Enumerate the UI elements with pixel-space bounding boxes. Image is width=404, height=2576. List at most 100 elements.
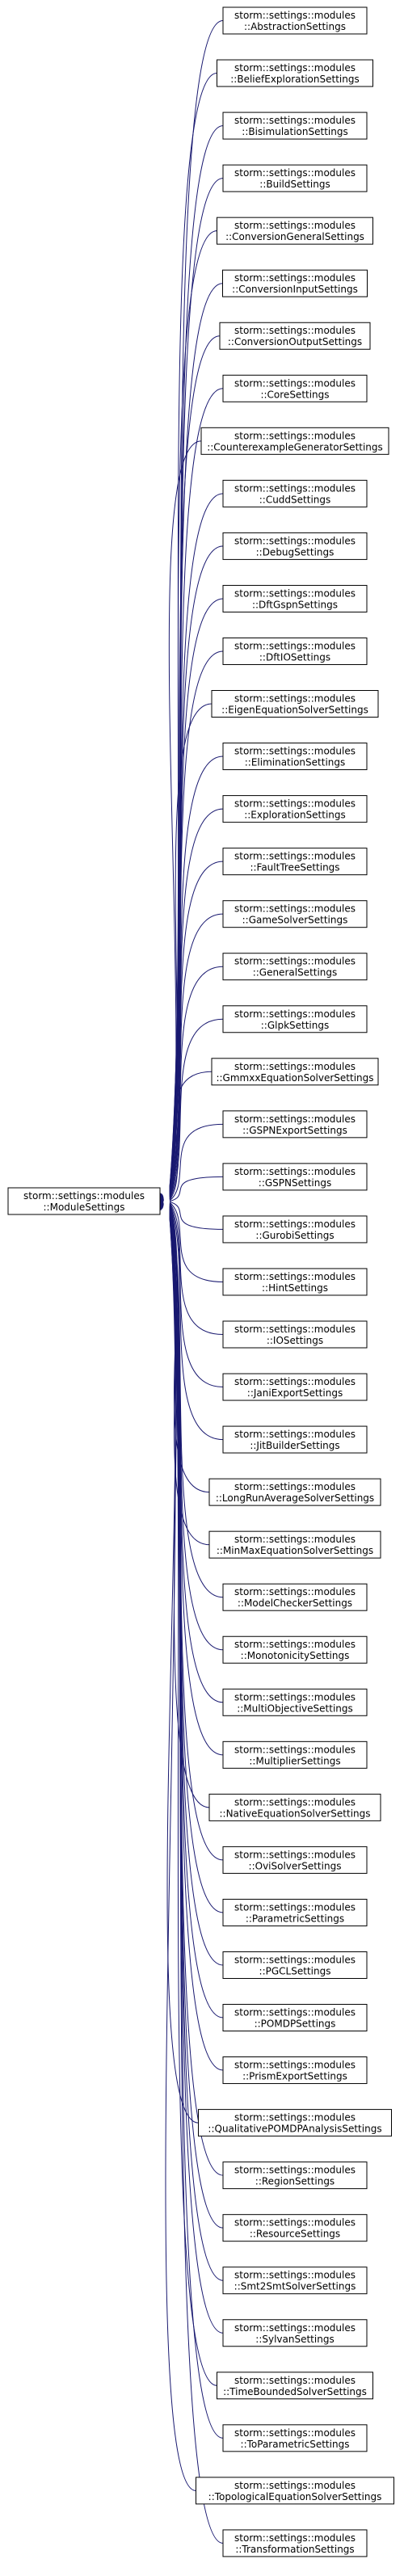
derived-class-namespace: storm::settings::modules: [234, 1744, 356, 1755]
derived-class-node[interactable]: storm::settings::modules::ConversionOutp…: [219, 322, 371, 350]
derived-class-name: ::BisimulationSettings: [242, 126, 347, 137]
derived-class-node[interactable]: storm::settings::modules::BeliefExplorat…: [217, 59, 373, 87]
derived-class-name: ::ParametricSettings: [246, 1913, 344, 1924]
derived-class-node[interactable]: storm::settings::modules::MonotonicitySe…: [222, 1635, 368, 1664]
derived-class-node[interactable]: storm::settings::modules::NativeEquation…: [208, 1793, 381, 1821]
derived-class-name: ::JaniExportSettings: [247, 1387, 343, 1399]
derived-class-node[interactable]: storm::settings::modules::GeneralSetting…: [222, 953, 368, 981]
derived-class-node[interactable]: storm::settings::modules::CuddSettings: [222, 479, 368, 507]
derived-class-namespace: storm::settings::modules: [234, 115, 356, 126]
derived-class-node[interactable]: storm::settings::modules::GameSolverSett…: [222, 900, 368, 928]
derived-class-node[interactable]: storm::settings::modules::GSPNExportSett…: [222, 1110, 368, 1139]
derived-class-name: ::GmmxxEquationSolverSettings: [216, 1072, 373, 1084]
derived-class-node[interactable]: storm::settings::modules::EliminationSet…: [222, 743, 368, 771]
derived-class-name: ::DftGspnSettings: [252, 599, 338, 610]
derived-class-node[interactable]: storm::settings::modules::Smt2SmtSolverS…: [222, 2267, 368, 2295]
derived-class-node[interactable]: storm::settings::modules::TimeBoundedSol…: [217, 2372, 373, 2400]
derived-class-node[interactable]: storm::settings::modules::GSPNSettings: [222, 1163, 368, 1191]
derived-class-namespace: storm::settings::modules: [234, 1166, 356, 1177]
derived-class-name: ::MultiplierSettings: [249, 1755, 340, 1766]
derived-class-node[interactable]: storm::settings::modules::GurobiSettings: [222, 1215, 368, 1244]
derived-class-node[interactable]: storm::settings::modules::ConversionInpu…: [222, 269, 368, 297]
derived-class-node[interactable]: storm::settings::modules::MultiObjective…: [222, 1688, 368, 1716]
derived-class-name: ::GSPNExportSettings: [242, 1125, 347, 1136]
derived-class-node[interactable]: storm::settings::modules::TopologicalEqu…: [196, 2477, 394, 2505]
derived-class-name: ::QualitativePOMDPAnalysisSettings: [208, 2124, 381, 2135]
derived-class-node[interactable]: storm::settings::modules::ToParametricSe…: [222, 2424, 368, 2452]
derived-class-name: ::ExplorationSettings: [244, 810, 346, 821]
derived-class-node[interactable]: storm::settings::modules::GmmxxEquationS…: [211, 1058, 379, 1086]
derived-class-node[interactable]: storm::settings::modules::MinMaxEquation…: [208, 1530, 381, 1559]
derived-class-name: ::DebugSettings: [256, 546, 335, 558]
derived-class-node[interactable]: storm::settings::modules::Counterexample…: [200, 427, 389, 455]
derived-class-node[interactable]: storm::settings::modules::JitBuilderSett…: [222, 1425, 368, 1454]
inheritance-edge: [169, 1071, 213, 1201]
derived-class-name: ::IOSettings: [267, 1335, 323, 1346]
inheritance-edge: [169, 703, 213, 1196]
derived-class-node[interactable]: storm::settings::modules::Transformation…: [222, 2529, 368, 2557]
base-class-node[interactable]: storm::settings::modules ::ModuleSetting…: [7, 1187, 161, 1215]
derived-class-namespace: storm::settings::modules: [234, 1008, 356, 1020]
derived-class-name: ::HintSettings: [262, 1282, 328, 1294]
derived-class-name: ::GurobiSettings: [255, 1230, 334, 1241]
derived-class-namespace: storm::settings::modules: [234, 1324, 356, 1335]
derived-class-node[interactable]: storm::settings::modules::ModelCheckerSe…: [222, 1583, 368, 1611]
derived-class-namespace: storm::settings::modules: [234, 798, 356, 810]
derived-class-node[interactable]: storm::settings::modules::POMDPSettings: [222, 2004, 368, 2032]
derived-class-namespace: storm::settings::modules: [234, 377, 356, 389]
derived-class-node[interactable]: storm::settings::modules::GlpkSettings: [222, 1005, 368, 1033]
derived-class-namespace: storm::settings::modules: [234, 535, 356, 546]
inheritance-edge: [169, 1202, 224, 1335]
derived-class-namespace: storm::settings::modules: [234, 2270, 356, 2281]
derived-class-namespace: storm::settings::modules: [234, 746, 356, 757]
derived-class-namespace: storm::settings::modules: [234, 220, 356, 231]
derived-class-name: ::MultiObjectiveSettings: [237, 1703, 353, 1714]
inheritance-edge: [169, 966, 224, 1199]
derived-class-namespace: storm::settings::modules: [234, 2217, 356, 2229]
derived-class-node[interactable]: storm::settings::modules::DftIOSettings: [222, 637, 368, 665]
derived-class-node[interactable]: storm::settings::modules::ConversionGene…: [217, 217, 373, 245]
derived-class-node[interactable]: storm::settings::modules::BisimulationSe…: [222, 112, 368, 140]
derived-class-namespace: storm::settings::modules: [234, 1534, 356, 1545]
derived-class-node[interactable]: storm::settings::modules::JaniExportSett…: [222, 1373, 368, 1401]
inheritance-edge: [169, 1206, 224, 1651]
derived-class-namespace: storm::settings::modules: [234, 1691, 356, 1703]
derived-class-node[interactable]: storm::settings::modules::RegionSettings: [222, 2161, 368, 2190]
derived-class-namespace: storm::settings::modules: [234, 851, 356, 862]
derived-class-name: ::SylvanSettings: [255, 2334, 334, 2345]
derived-class-node[interactable]: storm::settings::modules::PGCLSettings: [222, 1951, 368, 1979]
derived-class-name: ::EliminationSettings: [245, 757, 346, 768]
derived-class-node[interactable]: storm::settings::modules::SylvanSettings: [222, 2319, 368, 2347]
derived-class-namespace: storm::settings::modules: [234, 2532, 356, 2544]
derived-class-node[interactable]: storm::settings::modules::MultiplierSett…: [222, 1740, 368, 1769]
inheritance-edge: [169, 756, 224, 1197]
derived-class-name: ::MinMaxEquationSolverSettings: [217, 1545, 373, 1556]
derived-class-node[interactable]: storm::settings::modules::EigenEquationS…: [211, 690, 379, 718]
derived-class-node[interactable]: storm::settings::modules::DftGspnSetting…: [222, 584, 368, 612]
inheritance-edge: [165, 1217, 196, 2491]
derived-class-node[interactable]: storm::settings::modules::BuildSettings: [222, 164, 368, 192]
derived-class-node[interactable]: storm::settings::modules::PrismExportSet…: [222, 2056, 368, 2085]
derived-class-node[interactable]: storm::settings::modules::LongRunAverage…: [208, 1478, 381, 1506]
derived-class-node[interactable]: storm::settings::modules::DebugSettings: [222, 532, 368, 560]
derived-class-node[interactable]: storm::settings::modules::FaultTreeSetti…: [222, 848, 368, 876]
derived-class-node[interactable]: storm::settings::modules::QualitativePOM…: [198, 2109, 392, 2137]
derived-class-namespace: storm::settings::modules: [234, 1113, 356, 1125]
derived-class-node[interactable]: storm::settings::modules::IOSettings: [222, 1320, 368, 1349]
derived-class-node[interactable]: storm::settings::modules::ExplorationSet…: [222, 795, 368, 823]
derived-class-namespace: storm::settings::modules: [234, 693, 356, 705]
inheritance-edge: [169, 1123, 224, 1202]
inheritance-edge: [169, 1176, 224, 1202]
derived-class-name: ::AbstractionSettings: [244, 21, 346, 32]
derived-class-node[interactable]: storm::settings::modules::CoreSettings: [222, 374, 368, 402]
inheritance-edge: [169, 1213, 224, 2176]
derived-class-name: ::OviSolverSettings: [249, 1860, 342, 1871]
derived-class-namespace: storm::settings::modules: [234, 2375, 356, 2386]
derived-class-node[interactable]: storm::settings::modules::HintSettings: [222, 1268, 368, 1296]
derived-class-node[interactable]: storm::settings::modules::OviSolverSetti…: [222, 1846, 368, 1874]
derived-class-node[interactable]: storm::settings::modules::ParametricSett…: [222, 1898, 368, 1926]
derived-class-node[interactable]: storm::settings::modules::AbstractionSet…: [222, 6, 368, 35]
derived-class-namespace: storm::settings::modules: [234, 1586, 356, 1597]
inheritance-edge: [169, 1018, 224, 1200]
derived-class-node[interactable]: storm::settings::modules::ResourceSettin…: [222, 2214, 368, 2242]
